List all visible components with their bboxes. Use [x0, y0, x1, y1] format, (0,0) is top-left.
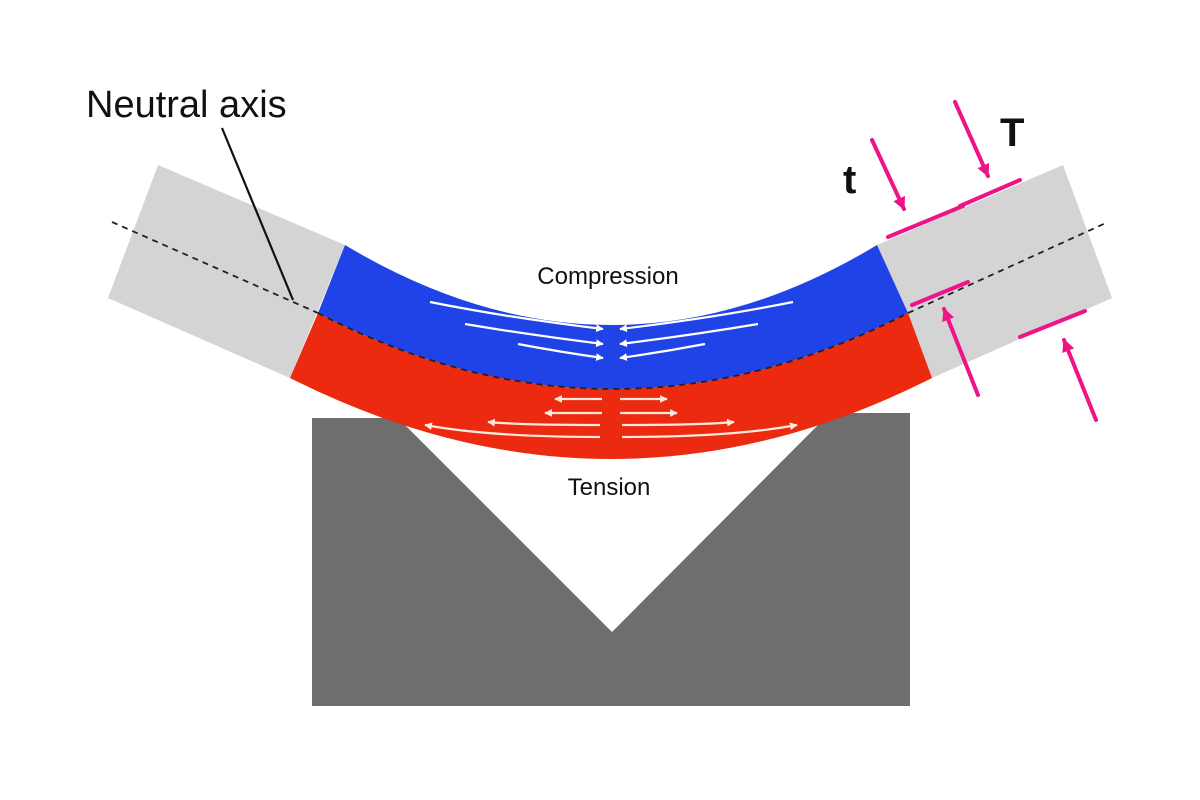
compression-arrow	[429, 300, 604, 333]
compression-label: Compression	[537, 263, 678, 290]
tension-arrow	[487, 418, 601, 427]
outer-thickness-arrow-bottom	[1062, 338, 1098, 422]
compression-arrow	[619, 322, 759, 347]
inner-thickness-arrow-top	[870, 138, 906, 211]
neutral-axis-leader	[220, 127, 295, 301]
plate-end-right	[877, 165, 1112, 378]
neutral-axis-line	[111, 221, 1109, 390]
v-die	[312, 413, 910, 706]
inner-thickness-arrow-bottom	[942, 307, 980, 397]
tension-arrow	[621, 418, 735, 427]
tension-arrows	[424, 395, 798, 439]
thickness-dimensions	[870, 100, 1098, 422]
plate-end-left	[108, 165, 345, 378]
tension-label: Tension	[568, 474, 651, 501]
inner-thickness-tick-top	[886, 204, 965, 239]
neutral-axis-label: Neutral axis	[86, 84, 287, 126]
compression-zone	[318, 245, 908, 389]
compression-arrows	[429, 300, 794, 361]
inner-thickness-label: t	[843, 158, 856, 202]
compression-arrow	[619, 300, 794, 333]
outer-thickness-tick-bottom	[1018, 309, 1087, 339]
compression-arrow	[464, 322, 604, 347]
inner-thickness-tick-bottom	[910, 280, 970, 307]
compression-arrow	[517, 342, 604, 361]
compression-arrow	[619, 342, 706, 361]
tension-arrow	[621, 422, 798, 439]
outer-thickness-label: T	[1000, 111, 1024, 155]
tension-arrow	[424, 422, 601, 439]
outer-thickness-tick-top	[958, 178, 1022, 208]
outer-thickness-arrow-top	[953, 100, 990, 178]
tension-zone	[290, 313, 932, 459]
